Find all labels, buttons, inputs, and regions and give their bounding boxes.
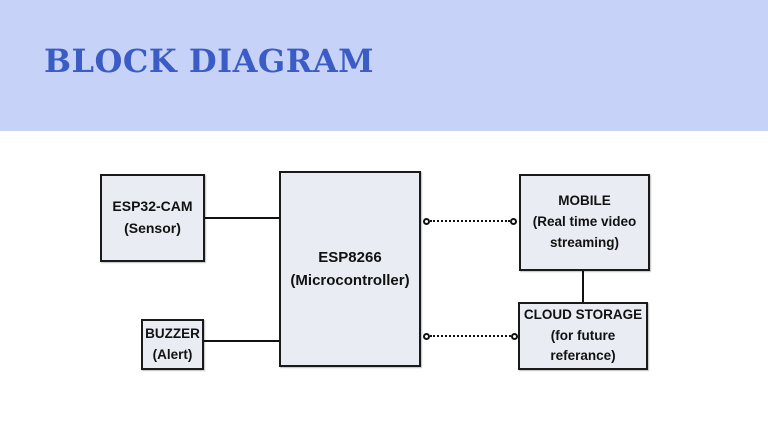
block-label-line: referance) (550, 348, 616, 364)
block-esp8266-microcontroller: ESP8266 (Microcontroller) (279, 171, 421, 367)
block-label-line: (Sensor) (124, 220, 181, 236)
connector-mobile-to-cloud (582, 271, 584, 302)
block-label-line: MOBILE (558, 193, 611, 209)
open-circle-endpoint-icon (423, 218, 430, 225)
block-label-line: (Alert) (152, 346, 193, 362)
connector-esp32cam-to-esp8266 (205, 217, 279, 219)
block-label-line: CLOUD STORAGE (523, 306, 643, 322)
block-mobile-streaming: MOBILE (Real time video streaming) (519, 174, 650, 271)
open-circle-endpoint-icon (423, 333, 430, 340)
open-circle-endpoint-icon (510, 218, 517, 225)
block-label-line: ESP8266 (318, 248, 382, 266)
connector-esp8266-to-mobile (430, 220, 510, 222)
block-buzzer-alert: BUZZER (Alert) (141, 319, 204, 370)
block-esp32cam-sensor: ESP32-CAM (Sensor) (100, 174, 205, 262)
block-label-line: (Microcontroller) (290, 272, 410, 289)
header-banner: BLOCK DIAGRAM (0, 0, 768, 131)
block-label-line: ESP32-CAM (112, 198, 193, 215)
block-cloud-storage: CLOUD STORAGE (for future referance) (518, 302, 648, 370)
block-label-line: streaming) (549, 234, 620, 250)
block-label-line: (Real time video (532, 214, 637, 230)
page-title: BLOCK DIAGRAM (44, 42, 375, 80)
connector-buzzer-to-esp8266 (204, 340, 279, 342)
block-label-line: BUZZER (145, 325, 200, 341)
connector-esp8266-to-cloud (430, 335, 511, 337)
block-label-line: (for future (550, 327, 616, 343)
open-circle-endpoint-icon (511, 333, 518, 340)
